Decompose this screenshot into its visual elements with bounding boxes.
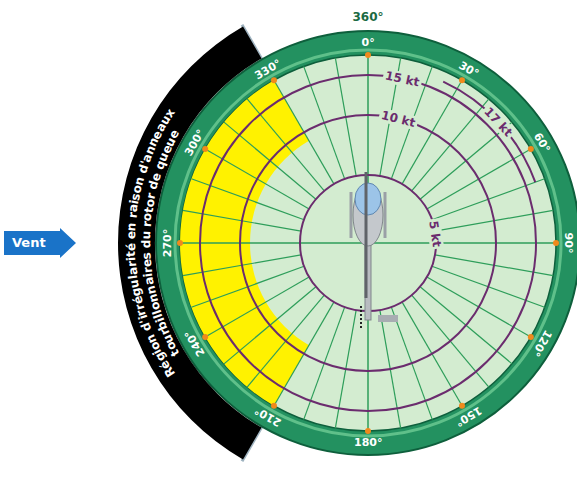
band-letter: u [127, 278, 142, 289]
degree-label: 90° [561, 233, 575, 254]
speed-circle [240, 115, 496, 371]
wind-disc [180, 55, 556, 431]
wind-label: Vent [4, 228, 46, 258]
band-fill [118, 27, 261, 460]
ring-mark [459, 403, 465, 409]
ring-mark [202, 334, 208, 340]
band-letter: u [139, 231, 153, 240]
region-band: Région d'irrégularité en raison d'anneau… [118, 26, 262, 460]
speed-arc [443, 82, 535, 182]
band-letter: s [139, 252, 153, 260]
ring-edge [156, 31, 577, 455]
ring-mark [528, 334, 534, 340]
band-letter [118, 26, 122, 40]
degree-label: 0° [362, 36, 375, 50]
ring-mark [553, 240, 559, 246]
ring-bevel [175, 50, 561, 436]
ring-edge [180, 55, 556, 431]
band-label: Région d'irrégularité en raison d'anneau… [118, 26, 262, 460]
ring-mark [459, 77, 465, 83]
helicopter [351, 172, 398, 330]
ring-mark [365, 428, 371, 434]
heading-label: 360° [353, 10, 384, 24]
ring-mark [177, 240, 183, 246]
ring-mark [365, 52, 371, 58]
speed-circle [200, 75, 536, 411]
band-letter: t [124, 251, 138, 257]
band-letter: é [124, 243, 138, 251]
ring-mark [271, 77, 277, 83]
band-letter: e [124, 231, 138, 240]
ring-mark [271, 403, 277, 409]
ring-mark [202, 146, 208, 152]
degree-label: 270° [161, 229, 175, 257]
band-letter [124, 239, 138, 243]
band-letter [139, 248, 153, 253]
wind-arrow: Vent [4, 228, 76, 258]
ring-mark [528, 146, 534, 152]
band-letter: n [124, 222, 139, 231]
compass-ring [168, 43, 568, 443]
ring-marks [177, 52, 559, 434]
degree-label: 180° [354, 436, 382, 450]
band-letter: d [139, 239, 153, 248]
arrow-body [4, 228, 76, 258]
